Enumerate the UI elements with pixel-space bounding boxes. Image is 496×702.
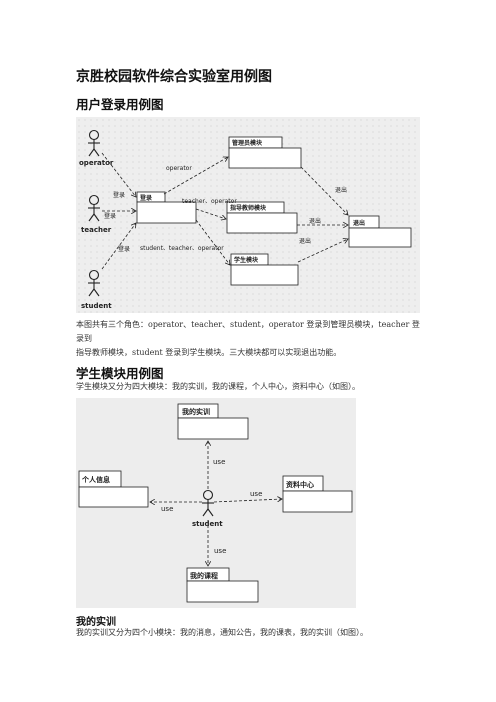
- actor-operator-icon: [88, 129, 100, 157]
- document-title: 京胜校园软件综合实验室用例图: [76, 69, 272, 85]
- login-usecase-diagram: operator teacher student 登录 管理员模块: [76, 117, 420, 313]
- login-usecase-svg: operator teacher student 登录 管理员模块: [79, 129, 412, 310]
- teacher-module-box: 指导教师模块: [226, 201, 298, 234]
- training-module-box: 我的实训: [177, 403, 249, 440]
- edge-student-resources: [213, 499, 282, 503]
- teacher-module-label: 指导教师模块: [230, 204, 267, 212]
- admin-module-label: 管理员模块: [232, 139, 263, 147]
- actor-operator-label: operator: [79, 159, 114, 167]
- personal-module-box: 个人信息: [78, 470, 149, 508]
- use-label-personal: use: [161, 505, 173, 513]
- logout-module-label: 退出: [353, 219, 365, 227]
- logout-module-box: 退出: [348, 215, 412, 248]
- edge-login-teacher: [195, 208, 226, 219]
- edge-label-operator: operator: [166, 165, 192, 172]
- edge-admin-logout: [300, 166, 348, 215]
- edge-login-admin: [163, 157, 228, 195]
- student-module-heading: 学生模块用例图: [76, 366, 164, 381]
- admin-module-box: 管理员模块: [228, 136, 302, 169]
- edge-student-login: [101, 223, 136, 270]
- courses-module-box: 我的课程: [186, 567, 259, 603]
- edge-label-logout-3: 退出: [299, 237, 311, 245]
- caption-line-1: 本图共有三个角色：operator、teacher、student，operat…: [76, 320, 420, 343]
- use-label-resources: use: [250, 490, 262, 498]
- actor-student-label: student: [81, 302, 112, 310]
- resources-module-box: 资料中心: [282, 475, 353, 513]
- edge-label-logout-1: 退出: [335, 186, 347, 194]
- actor-teacher-icon: [88, 194, 100, 222]
- edge-label-teacher-operator: teacher、operator: [182, 198, 237, 205]
- student-module-intro: 学生模块又分为四大模块：我的实训，我的课程，个人中心，资料中心（如图）。: [76, 382, 360, 391]
- edge-label-login-2: 登录: [104, 212, 116, 220]
- edge-label-logout-2: 退出: [309, 217, 321, 225]
- edge-label-all-roles: student、teacher、operator: [140, 245, 224, 252]
- training-module-label: 我的实训: [182, 407, 210, 416]
- student-module-box: 学生模块: [230, 253, 299, 286]
- actor-student-icon: [202, 489, 214, 517]
- actor-student-label: student: [192, 520, 223, 528]
- login-module-box: 登录: [136, 191, 197, 224]
- edge-student-logout: [297, 239, 348, 263]
- edge-label-login-3: 登录: [118, 245, 130, 253]
- login-module-label: 登录: [139, 194, 152, 202]
- personal-module-label: 个人信息: [81, 475, 110, 484]
- my-training-heading: 我的实训: [76, 617, 116, 628]
- actor-teacher-label: teacher: [81, 226, 112, 234]
- login-diagram-caption: 本图共有三个角色：operator、teacher、student，operat…: [76, 318, 426, 360]
- my-training-intro: 我的实训又分为四个小模块：我的消息，通知公告，我的课表，我的实训（如图）。: [76, 628, 368, 637]
- student-module-label: 学生模块: [234, 256, 259, 264]
- actor-student-icon: [88, 269, 100, 297]
- use-label-courses: use: [214, 547, 226, 555]
- edge-operator-login: [101, 152, 136, 197]
- student-module-diagram: 我的实训 个人信息 资料中心 我的课程 student: [76, 398, 356, 608]
- student-module-svg: 我的实训 个人信息 资料中心 我的课程 student: [78, 403, 353, 603]
- caption-line-2: 指导教师模块，student 登录到学生模块。三大模块都可以实现退出功能。: [76, 348, 342, 357]
- edge-login-student: [195, 219, 230, 265]
- courses-module-label: 我的课程: [190, 571, 218, 580]
- edge-label-login-1: 登录: [113, 191, 125, 199]
- login-usecase-heading: 用户登录用例图: [76, 97, 164, 112]
- resources-module-label: 资料中心: [286, 480, 314, 489]
- use-label-training: use: [213, 458, 225, 466]
